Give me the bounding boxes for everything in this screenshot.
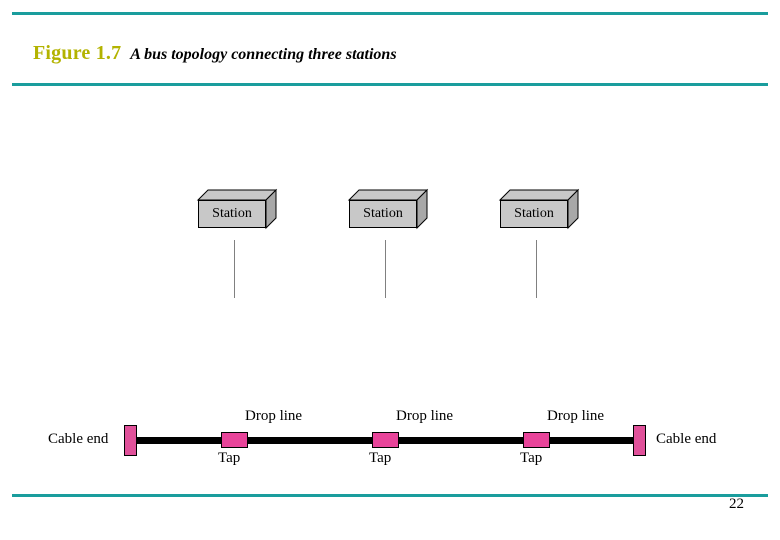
drop-wire-1 [234, 240, 235, 298]
tap-2 [372, 432, 399, 448]
drop-wire-2 [385, 240, 386, 298]
bottom-rule [12, 494, 768, 497]
station-2: Station [347, 188, 429, 230]
bus-topology-diagram: Station Station Station Drop line Drop l… [0, 150, 780, 466]
top-rule [12, 12, 768, 15]
tap-label-2: Tap [369, 450, 392, 466]
cable-end-label-left: Cable end [48, 431, 109, 447]
tap-3 [523, 432, 550, 448]
station-label: Station [349, 200, 417, 228]
station-3d-shape [498, 188, 580, 230]
station-1: Station [196, 188, 278, 230]
cable-end-label-right: Cable end [656, 431, 717, 447]
station-label: Station [198, 200, 266, 228]
drop-line-label-1: Drop line [245, 408, 303, 424]
page-number: 22 [729, 496, 744, 512]
tap-label-3: Tap [520, 450, 543, 466]
station-label: Station [500, 200, 568, 228]
cable-end-terminator-left [124, 425, 137, 456]
station-3d-shape [196, 188, 278, 230]
drop-line-label-2: Drop line [396, 408, 454, 424]
cable-end-terminator-right [633, 425, 646, 456]
page-title: Figure 1.7 A bus topology connecting thre… [33, 42, 397, 65]
header-bottom-rule [12, 83, 768, 86]
tap-1 [221, 432, 248, 448]
station-3: Station [498, 188, 580, 230]
figure-title: A bus topology connecting three stations [130, 46, 397, 63]
drop-line-label-3: Drop line [547, 408, 605, 424]
drop-wire-3 [536, 240, 537, 298]
tap-label-1: Tap [218, 450, 241, 466]
figure-number: Figure 1.7 [33, 42, 122, 64]
station-3d-shape [347, 188, 429, 230]
